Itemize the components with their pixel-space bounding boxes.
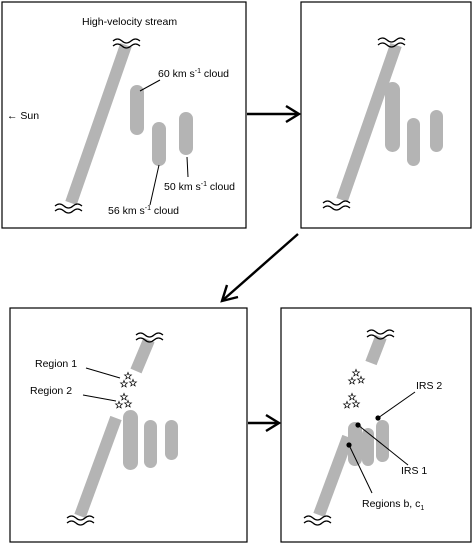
star-icon — [123, 399, 133, 408]
panel-1: High-velocity stream ← Sun 60 km s-1 clo… — [1, 1, 247, 229]
star-icon — [351, 368, 361, 377]
cloud-b-4 — [362, 428, 374, 466]
cloud-56 — [152, 122, 166, 166]
cloud-56-label-exp: -1 — [145, 205, 151, 212]
cloud-60 — [130, 85, 144, 135]
cloud-60-label-prefix: 60 km s — [158, 68, 195, 80]
star-icon — [347, 392, 357, 401]
stream-break-top-icon-2 — [377, 37, 406, 48]
regions-label-prefix: Regions b, c — [362, 498, 420, 510]
cloud-56-label-suffix: cloud — [151, 205, 179, 217]
high-velocity-stream-2 — [336, 43, 402, 202]
cloud-b-3 — [144, 420, 157, 468]
cloud-a-2 — [385, 82, 400, 152]
stream-lower-segment-3 — [74, 415, 122, 519]
stream-upper-segment-3 — [130, 337, 155, 374]
cloud-c-2 — [430, 110, 443, 152]
regions-b-c1-label: Regions b, c1 — [362, 498, 424, 512]
star-icon — [114, 400, 124, 409]
cloud-60-leader — [139, 79, 161, 92]
star-icon — [128, 378, 138, 387]
arrow-panel1-to-panel2 — [247, 104, 302, 124]
stream-label: High-velocity stream — [82, 16, 177, 28]
stream-break-top-icon-3 — [135, 332, 164, 343]
star-icon — [123, 371, 133, 380]
arrow-shaft-diagonal — [222, 233, 299, 301]
cloud-a-3 — [123, 410, 138, 470]
cloud-50-leader — [186, 156, 189, 178]
panel-3: Region 1 Region 2 — [9, 307, 248, 543]
panel-2 — [300, 1, 472, 229]
high-velocity-stream — [65, 43, 132, 205]
cloud-50-label-suffix: cloud — [207, 181, 235, 193]
cloud-b-2 — [407, 118, 420, 166]
cloud-60-label-exp: -1 — [195, 68, 201, 75]
arrow-panel2-to-panel3 — [220, 233, 299, 303]
star-icon — [342, 400, 352, 409]
panel-1-frame — [1, 1, 247, 229]
region-1-leader — [85, 367, 121, 379]
region-2-label: Region 2 — [30, 385, 72, 397]
arrow-down-left-icon — [220, 284, 239, 303]
star-icon — [356, 375, 366, 384]
cloud-60-label: 60 km s-1 cloud — [158, 68, 229, 80]
cloud-50-label: 50 km s-1 cloud — [164, 181, 235, 193]
irs-2-label: IRS 2 — [416, 380, 442, 392]
stream-break-top-icon-4 — [366, 329, 395, 340]
sun-label: ← Sun — [7, 110, 39, 122]
irs-1-leader — [357, 424, 409, 466]
irs-2-leader — [377, 391, 416, 419]
stream-break-bottom-icon-3 — [66, 515, 95, 526]
panel-4: IRS 2 IRS 1 Regions b, c1 — [280, 307, 472, 543]
cloud-c-4 — [376, 420, 389, 462]
star-icon — [119, 379, 129, 388]
arrow-right-icon — [285, 104, 302, 124]
star-icon — [351, 399, 361, 408]
region-1-stars — [119, 371, 138, 388]
region-2-leader — [82, 394, 117, 402]
cloud-56-label: 56 km s-1 cloud — [108, 205, 179, 217]
stream-break-top-icon — [112, 38, 141, 49]
cloud-50 — [179, 112, 193, 155]
stream-break-bottom-icon — [54, 203, 83, 214]
star-icon — [347, 376, 357, 385]
stream-upper-segment-4 — [365, 334, 387, 366]
panel-4-stars — [342, 368, 366, 409]
region-2-stars — [114, 392, 133, 409]
cloud-a-4 — [348, 422, 362, 466]
regions-label-sub: 1 — [420, 505, 424, 512]
cloud-50-label-exp: -1 — [201, 181, 207, 188]
star-icon — [119, 392, 129, 401]
stream-lower-segment-4 — [313, 434, 354, 518]
stream-break-bottom-icon-2 — [322, 200, 351, 211]
irs-1-label: IRS 1 — [401, 465, 427, 477]
arrow-right-icon-2 — [265, 413, 282, 433]
region-1-label: Region 1 — [35, 358, 77, 370]
cloud-56-label-prefix: 56 km s — [108, 205, 145, 217]
cloud-60-label-suffix: cloud — [201, 68, 229, 80]
cloud-50-label-prefix: 50 km s — [164, 181, 201, 193]
arrow-panel3-to-panel4 — [248, 413, 282, 433]
stream-break-bottom-icon-4 — [303, 515, 332, 526]
regions-b-c1-leader — [348, 444, 373, 494]
cloud-c-3 — [165, 420, 178, 460]
cloud-56-leader — [149, 164, 160, 206]
